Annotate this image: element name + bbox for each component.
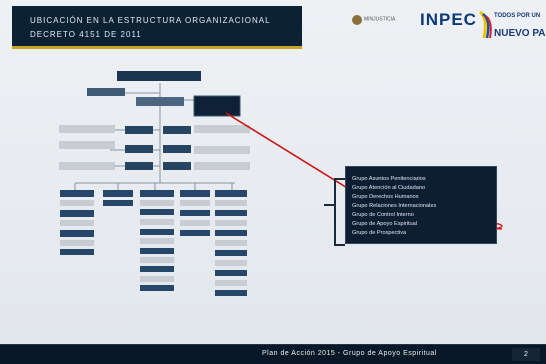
group-item: Grupo Derechos Humanos: [352, 194, 419, 200]
org-node-ministry: [117, 71, 201, 81]
org-column-node: [215, 240, 247, 246]
org-column-node: [140, 285, 174, 291]
group-item: Grupo Atención al Ciudadano: [352, 185, 426, 191]
org-node-advisory: [194, 125, 250, 133]
org-column-node: [60, 249, 94, 255]
org-node-office: [163, 126, 191, 134]
group-item-highlighted: Grupo de Apoyo Espiritual: [352, 221, 417, 227]
org-node-office: [163, 162, 191, 170]
government-logo-line1: TODOS POR UN: [494, 13, 541, 19]
seal-icon: [352, 14, 362, 25]
org-column-node: [215, 250, 247, 256]
page-number-badge: 2: [512, 348, 540, 361]
slide-footer: Plan de Acción 2015 - Grupo de Apoyo Esp…: [0, 344, 546, 364]
flag-swoosh-icon: [478, 10, 492, 39]
org-column-node: [140, 257, 174, 263]
org-node-advisory: [59, 125, 115, 133]
org-column-node: [60, 220, 94, 226]
org-column-node: [215, 290, 247, 296]
org-column-node: [215, 220, 247, 226]
inpec-logo: INPEC: [420, 10, 477, 29]
group-item: Grupo de Prospectiva: [352, 230, 407, 236]
org-column-node: [215, 200, 247, 206]
slide-title: UBICACIÓN EN LA ESTRUCTURA ORGANIZACIONA…: [30, 16, 271, 25]
org-column-node: [140, 248, 174, 254]
footer-text: Plan de Acción 2015 - Grupo de Apoyo Esp…: [262, 350, 437, 357]
org-node-office: [125, 145, 153, 153]
ministry-logo: MINJUSTICIA: [352, 14, 395, 25]
org-column-node: [140, 266, 174, 272]
org-column-node: [180, 200, 210, 206]
org-node-director: [87, 88, 125, 96]
org-column-node: [180, 210, 210, 216]
government-logo: TODOS POR UN NUEVO PAÍS: [478, 10, 546, 44]
org-column-node: [60, 240, 94, 246]
government-logo-line2: NUEVO PAÍS: [494, 28, 546, 39]
group-item: Grupo Relaciones Internacionales: [352, 203, 437, 209]
org-column-node: [60, 210, 94, 217]
org-node-office: [125, 162, 153, 170]
org-column-node: [103, 190, 133, 197]
group-item: Grupo Asuntos Penitenciarios: [352, 176, 426, 182]
ministry-logo-text: MINJUSTICIA: [364, 16, 396, 23]
highlighted-groups-box: Grupo Asuntos Penitenciarios Grupo Atenc…: [345, 166, 497, 244]
org-column-node: [140, 209, 174, 215]
org-column-node: [140, 229, 174, 235]
org-column-node: [140, 276, 174, 282]
bracket-marker: [334, 178, 345, 246]
org-node-advisory: [194, 162, 250, 170]
slide-title-banner: UBICACIÓN EN LA ESTRUCTURA ORGANIZACIONA…: [12, 6, 302, 49]
org-node-advisory: [194, 146, 250, 154]
org-node-highlighted-office: [193, 95, 241, 117]
org-column-node: [215, 270, 247, 276]
org-column-node: [180, 230, 210, 236]
org-node-office: [125, 126, 153, 134]
org-column-node: [180, 220, 210, 226]
org-column-node: [215, 190, 247, 197]
org-column-node: [140, 238, 174, 244]
org-node-office: [163, 145, 191, 153]
group-item: Grupo de Control Interno: [352, 212, 414, 218]
org-column-node: [140, 190, 174, 197]
org-column-node: [140, 219, 174, 225]
org-node-director-office: [136, 97, 184, 106]
org-column-node: [180, 190, 210, 197]
org-column-node: [103, 200, 133, 206]
bracket-tick: [324, 204, 336, 206]
org-column-node: [140, 200, 174, 206]
org-node-advisory: [59, 141, 115, 149]
org-column-node: [215, 280, 247, 286]
slide-subtitle: DECRETO 4151 DE 2011: [30, 30, 142, 39]
org-column-node: [215, 210, 247, 216]
org-column-node: [215, 260, 247, 266]
org-column-node: [60, 200, 94, 206]
org-column-node: [60, 190, 94, 197]
org-column-node: [60, 230, 94, 237]
org-column-node: [215, 230, 247, 236]
org-node-advisory: [59, 162, 115, 170]
